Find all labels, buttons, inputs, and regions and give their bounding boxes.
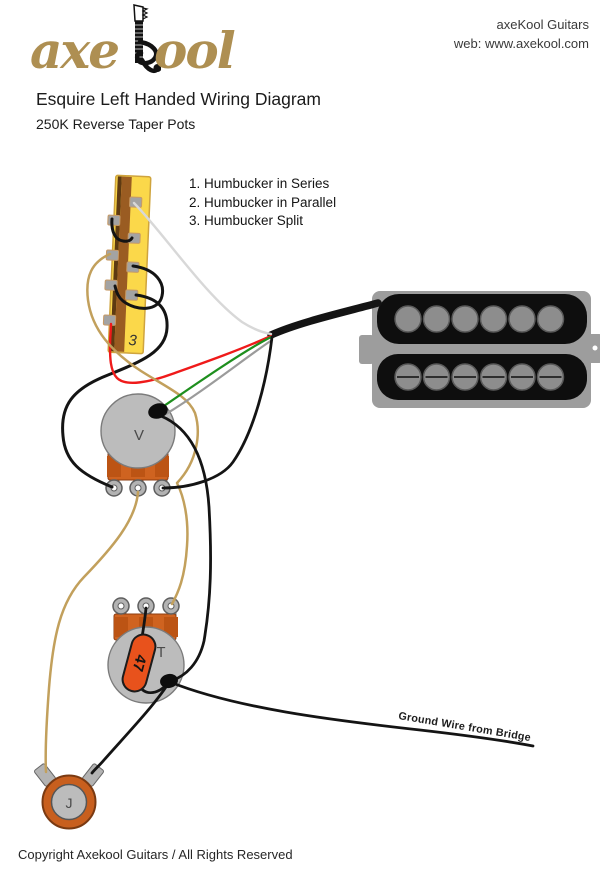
pickup-left-ear xyxy=(359,335,374,364)
jack-ground-wire xyxy=(90,682,170,775)
diagram-subtitle: 250K Reverse Taper Pots xyxy=(36,116,196,132)
logo-text-ool: ool xyxy=(154,21,236,80)
white-coil-wire xyxy=(132,201,273,336)
black-hot-wire xyxy=(161,335,274,490)
selector-switch: 3 xyxy=(102,174,152,355)
humbucker-pickup xyxy=(359,291,600,408)
cloth-wire-volume-to-jack xyxy=(44,490,140,774)
capacitor-label: 47 xyxy=(129,653,150,674)
switch-option-3: 3. Humbucker Split xyxy=(189,213,304,228)
copyright-text: Copyright Axekool Guitars / All Rights R… xyxy=(18,847,293,862)
tone-capacitor: 47 xyxy=(121,633,157,693)
switch-jumper-2 xyxy=(113,264,165,310)
red-coil-wire xyxy=(108,322,273,384)
tone-lugs xyxy=(112,597,180,615)
green-coil-wire xyxy=(159,335,273,410)
logo-text-axe: axe xyxy=(30,21,120,80)
diagram-title: Esquire Left Handed Wiring Diagram xyxy=(36,89,321,109)
jack-label: J xyxy=(66,795,73,811)
axekool-logo: axe ool xyxy=(30,4,236,86)
pickup-cable xyxy=(267,299,382,339)
switch-output-wire xyxy=(61,293,169,489)
switch-stripe xyxy=(114,176,132,352)
company-website: web: www.axekool.com xyxy=(453,36,589,51)
ground-wire-volume-to-tone xyxy=(159,414,212,683)
switch-label: 3 xyxy=(128,332,138,349)
switch-option-2: 2. Humbucker in Parallel xyxy=(189,194,337,210)
capacitor-body xyxy=(121,633,157,693)
switch-jumper-1 xyxy=(110,217,134,243)
pickup-mount-hole xyxy=(592,345,598,351)
volume-label: V xyxy=(134,427,144,444)
cloth-wire-switch-to-tone xyxy=(86,252,199,606)
ground-wire-label: Ground Wire from Bridge xyxy=(398,710,532,744)
company-info: axeKool Guitars web: www.axekool.com xyxy=(454,15,589,53)
guitar-icon xyxy=(133,4,162,73)
bridge-ground-wire xyxy=(168,680,535,748)
company-name: axeKool Guitars xyxy=(496,17,590,32)
tone-solder-blob xyxy=(160,673,178,689)
switch-lugs xyxy=(102,196,143,326)
output-jack: J xyxy=(34,763,104,830)
switch-options-list: 1. Humbucker in Series 2. Humbucker in P… xyxy=(189,175,336,231)
tone-label: T xyxy=(157,645,166,661)
switch-option-1: 1. Humbucker in Series xyxy=(189,176,330,191)
bare-ground-wire xyxy=(164,338,274,416)
volume-solder-blob xyxy=(148,403,168,419)
jack-tip xyxy=(50,783,88,821)
